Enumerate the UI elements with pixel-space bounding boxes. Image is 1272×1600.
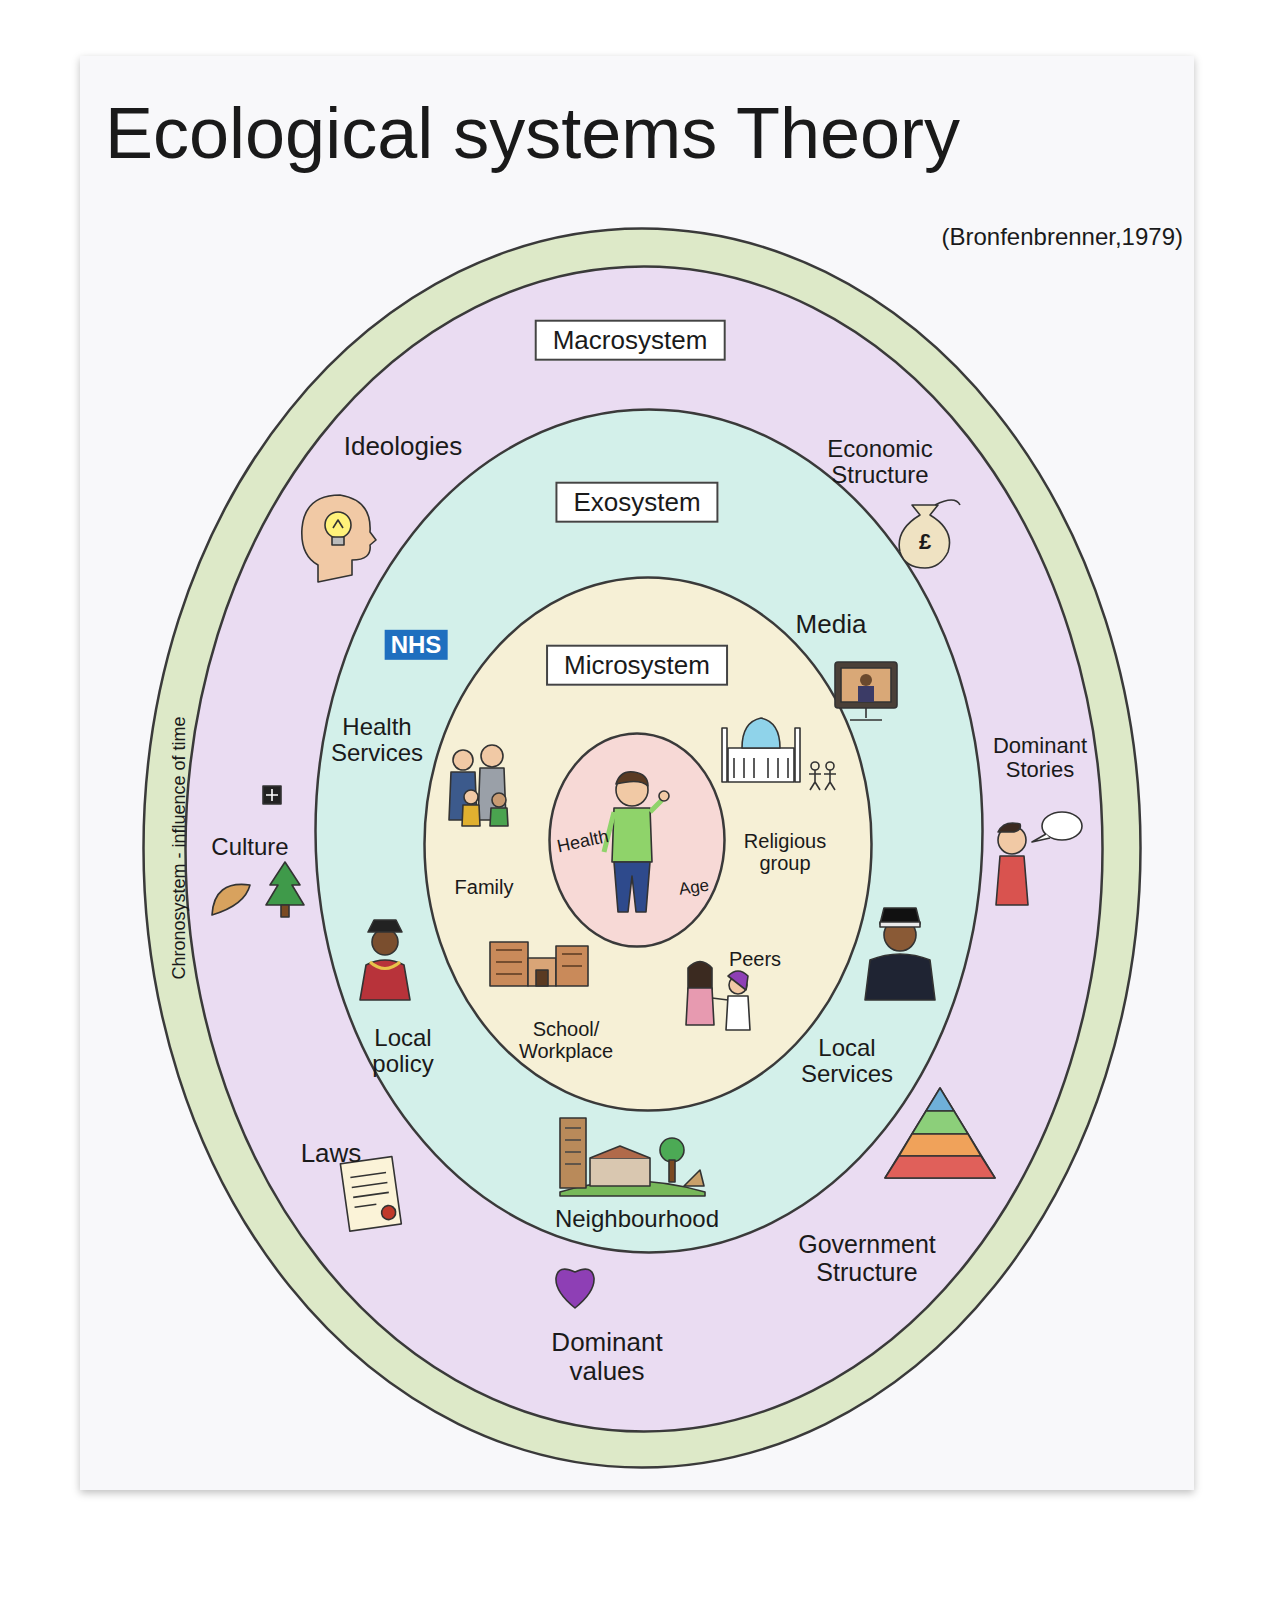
ring-ellipse [144,229,1141,1468]
factor-label: Local Services [787,1035,907,1088]
system-heading: Microsystem [546,645,728,686]
ring-ellipse [425,578,872,1111]
ring-outline [314,408,984,1254]
citation: (Bronfenbrenner,1979) [942,223,1184,251]
ring-ellipse [550,734,725,947]
factor-label: Health [555,827,610,857]
factor-label: Neighbourhood [555,1206,719,1232]
factor-label: Local policy [358,1025,448,1078]
factor-label: Economic Structure [805,436,955,489]
individual-circle: HealthAge [548,732,726,948]
factor-label: School/ Workplace [511,1018,621,1062]
factor-label: Religious group [735,830,835,874]
factor-label: Media [781,610,881,639]
currency-symbol: £ [919,529,931,555]
factor-label: Age [678,877,711,900]
factor-label: Government Structure [782,1231,952,1286]
factor-label: Peers [720,948,790,970]
ring-ellipse [316,410,983,1253]
factor-label: Dominant values [537,1328,677,1385]
system-heading: Exosystem [555,482,718,523]
factor-label: Health Services [317,714,437,767]
factor-label: Ideologies [318,432,488,461]
nhs-logo: NHS [385,630,448,660]
ring-outline [142,227,1142,1469]
factor-label: Dominant Stories [985,734,1095,782]
chronosystem-band: Chronosystem - influence of timeMacrosys… [142,227,1142,1469]
ring-outline [184,265,1104,1433]
exosystem-ring: ExosystemNHS Health Services MediaLocal po… [314,408,984,1254]
factor-label: Laws [286,1139,376,1168]
microsystem-ring: MicrosystemFamily Religious groupSchool/ … [423,576,873,1112]
ring-ellipse [186,267,1103,1432]
factor-label: Culture [200,834,300,860]
system-heading: Macrosystem [535,320,726,361]
macrosystem-ring: MacrosystemIdeologies Economic StructureD… [184,265,1104,1433]
band-label: Chronosystem - influence of time [170,716,190,979]
factor-label: Family [444,876,524,898]
diagram-title: Ecological systems Theory [105,92,960,174]
